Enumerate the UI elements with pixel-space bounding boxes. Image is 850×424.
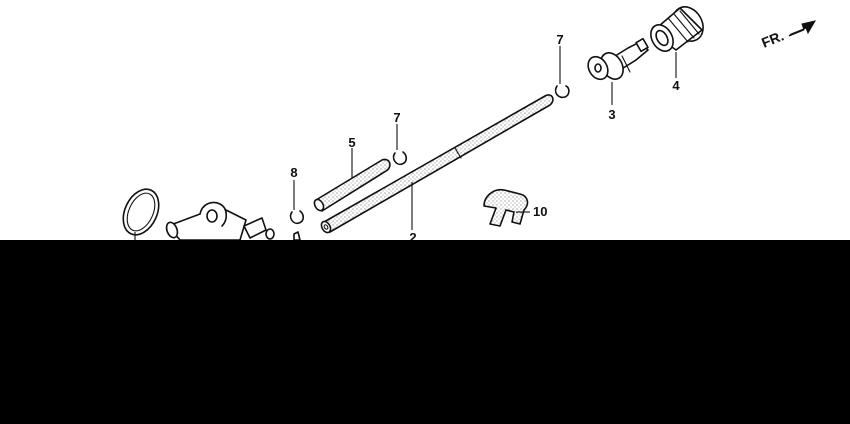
part-5-sleeve <box>313 158 391 212</box>
callout-10: 10 <box>533 204 547 219</box>
part-3-fitting <box>587 37 649 81</box>
callout-8: 8 <box>290 165 297 180</box>
housing-assembly <box>165 201 301 240</box>
part-4-knob <box>650 6 704 52</box>
callout-4: 4 <box>672 78 680 93</box>
callout-7-mid: 7 <box>393 110 400 125</box>
part-7-clip-top <box>554 85 570 99</box>
callout-3: 3 <box>608 107 615 122</box>
callout-2: 2 <box>409 230 416 240</box>
part-8-clip <box>289 210 305 225</box>
callout-7-top: 7 <box>556 32 563 47</box>
lower-black-region <box>0 240 850 424</box>
o-ring <box>122 188 160 236</box>
part-10-bracket <box>483 188 529 227</box>
front-direction-label: FR. <box>759 27 786 50</box>
front-direction-indicator: FR. <box>759 20 817 51</box>
part-7-clip-mid <box>392 151 408 166</box>
parts-diagram: FR. <box>122 6 817 240</box>
callout-5: 5 <box>348 135 355 150</box>
part-2-shaft <box>320 94 554 234</box>
front-arrow-icon <box>788 20 817 37</box>
